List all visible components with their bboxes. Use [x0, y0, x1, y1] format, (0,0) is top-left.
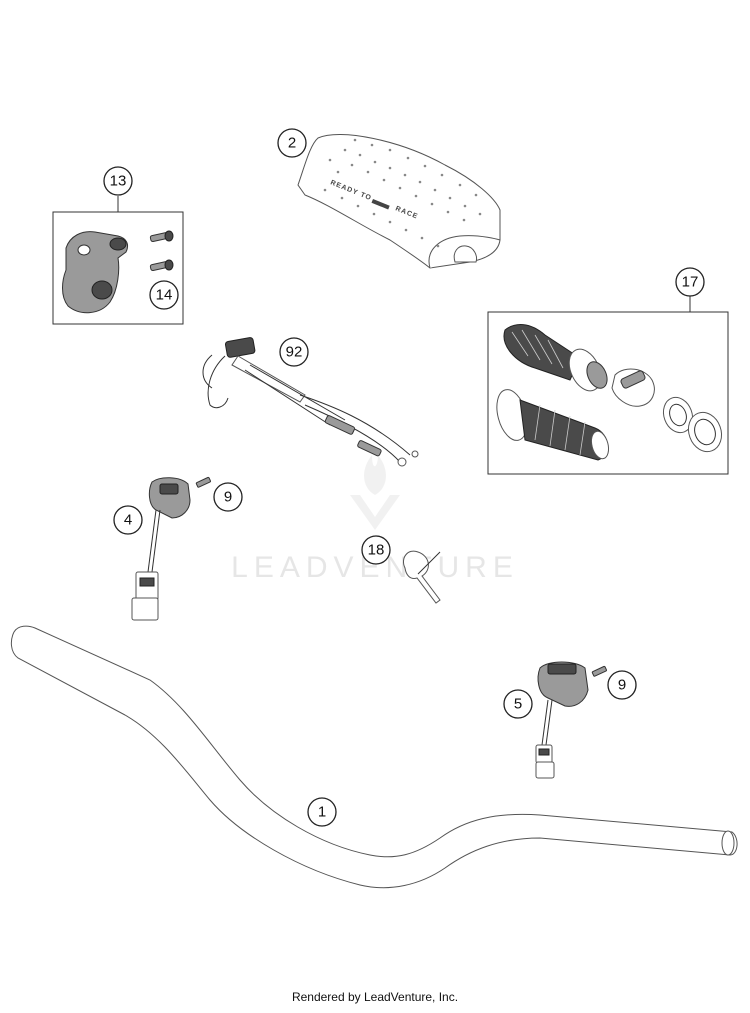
handlebar-part[interactable] — [10, 625, 738, 889]
callout-9-left-label: 9 — [224, 489, 232, 506]
callout-1: 1 — [307, 797, 337, 827]
callout-1-label: 1 — [318, 804, 326, 821]
throttle-housing-group — [52, 196, 184, 325]
right-switch-part[interactable] — [535, 661, 589, 779]
left-switch-part[interactable] — [131, 477, 191, 621]
callout-17: 17 — [675, 267, 705, 297]
left-grip-part[interactable] — [492, 386, 612, 461]
callout-18: 18 — [361, 535, 391, 565]
watermark-logo-icon — [350, 455, 400, 530]
callout-14-label: 14 — [156, 287, 173, 304]
callout-92-label: 92 — [286, 344, 303, 361]
callout-13-label: 13 — [110, 173, 127, 190]
throttle-cam-part[interactable] — [611, 368, 655, 407]
right-grip-part[interactable] — [503, 324, 611, 396]
callout-5-label: 5 — [514, 696, 522, 713]
footer-credit: Rendered by LeadVenture, Inc. — [291, 990, 459, 1004]
callout-14: 14 — [149, 280, 179, 310]
callout-9-left: 9 — [213, 482, 243, 512]
leadventure-watermark: LEADVENTURE — [231, 455, 513, 584]
adjuster-ring-part[interactable] — [659, 393, 727, 456]
grip-set-box — [487, 311, 729, 475]
callout-2-label: 2 — [288, 135, 296, 152]
throttle-housing-part[interactable] — [62, 231, 129, 314]
throttle-cable-part[interactable] — [202, 337, 419, 467]
callout-9-right: 9 — [607, 670, 637, 700]
callout-4: 4 — [113, 505, 143, 535]
screw-part[interactable] — [149, 230, 174, 271]
callout-2: 2 — [277, 128, 307, 158]
screw-left-part[interactable] — [195, 476, 211, 488]
callout-9-right-label: 9 — [618, 677, 626, 694]
screw-right-part[interactable] — [591, 665, 607, 677]
callout-4-label: 4 — [124, 512, 132, 529]
callout-17-label: 17 — [682, 274, 699, 291]
bar-pad-part[interactable]: READY TO RACE — [297, 133, 501, 269]
callout-92: 92 — [279, 337, 309, 367]
callout-5: 5 — [503, 689, 533, 719]
callout-18-label: 18 — [368, 542, 385, 559]
cable-tie-part[interactable] — [403, 550, 441, 604]
grip-set-group — [487, 296, 729, 475]
callout-13: 13 — [103, 166, 133, 196]
